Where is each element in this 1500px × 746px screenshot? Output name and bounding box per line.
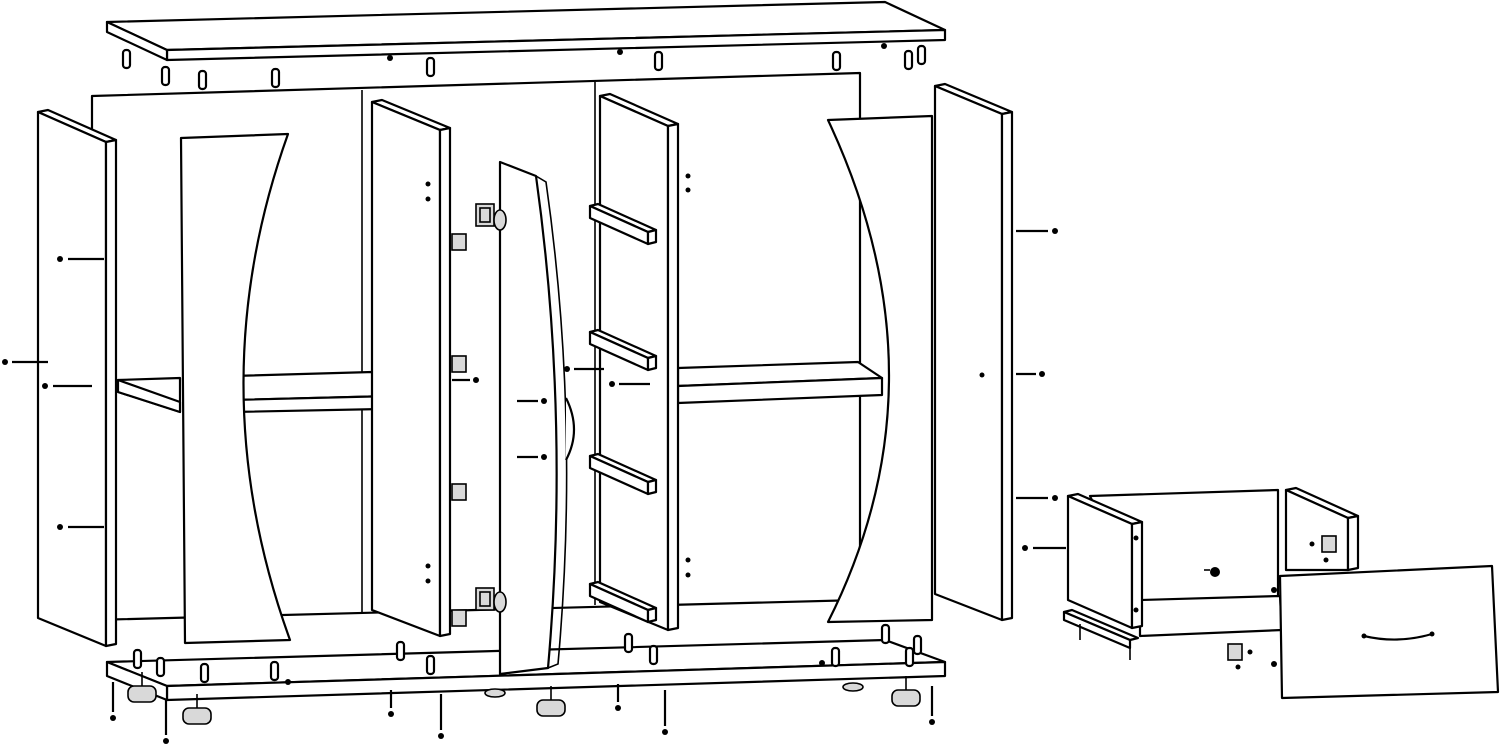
screw: [609, 381, 650, 387]
bottom-dowels: [132, 623, 923, 685]
screw: [1016, 495, 1058, 501]
right-shelf: [676, 360, 884, 405]
drawer-left-side: [1066, 492, 1144, 630]
drawer-front: [1271, 564, 1500, 700]
drawer-slide: [588, 202, 658, 246]
hinge: [451, 609, 467, 627]
top-panel: [105, 0, 947, 62]
center-curved-door: [498, 160, 576, 676]
screw: [163, 700, 169, 744]
screw: [1022, 545, 1066, 551]
drawer-right-side: [1284, 486, 1360, 572]
screw: [425, 181, 431, 202]
drawer-runner: [1062, 608, 1140, 660]
leveling-foot: [536, 686, 566, 717]
hinge: [451, 355, 467, 373]
screw: [662, 690, 668, 735]
screw: [452, 377, 479, 383]
hinges: [451, 203, 507, 627]
side-screws: [2, 173, 1066, 584]
hinge: [475, 203, 495, 227]
screw: [685, 173, 691, 193]
top-dowels: [121, 43, 927, 91]
bottom-screws: [110, 682, 935, 744]
left-shelf: [116, 376, 182, 414]
left-partition: [370, 98, 452, 638]
screw: [2, 359, 48, 365]
drawer-hinge-bracket: [1227, 643, 1253, 670]
drawer-slide: [588, 580, 658, 624]
left-curved-door: [179, 132, 292, 645]
screw: [42, 383, 92, 389]
screw: [1016, 228, 1058, 234]
screw: [110, 682, 116, 721]
drawer-slides: [588, 202, 658, 624]
hinge: [475, 587, 495, 611]
screw: [517, 398, 547, 404]
screw: [517, 454, 547, 460]
handle: [1363, 632, 1433, 641]
hinge: [451, 483, 467, 501]
leveling-foot: [182, 694, 212, 725]
leveling-foot: [891, 676, 921, 707]
screw: [615, 684, 621, 711]
leveling-foot: [127, 672, 157, 703]
left-side-panel: [36, 108, 118, 648]
right-curved-door: [826, 114, 934, 624]
hinge: [451, 233, 467, 251]
handle: [565, 397, 576, 461]
screw: [57, 256, 104, 262]
leveling-feet: [127, 672, 921, 725]
screw: [57, 524, 104, 530]
right-side-panel: [933, 82, 1014, 622]
screw: [425, 563, 431, 584]
screw: [564, 366, 604, 372]
drawer-slide: [588, 452, 658, 496]
drawer-bottom: [1138, 594, 1284, 638]
screw: [1016, 371, 1045, 377]
screw: [388, 690, 394, 717]
drawer-slide: [588, 328, 658, 372]
screw: [438, 694, 444, 739]
screw: [929, 686, 935, 725]
screw: [685, 557, 691, 578]
